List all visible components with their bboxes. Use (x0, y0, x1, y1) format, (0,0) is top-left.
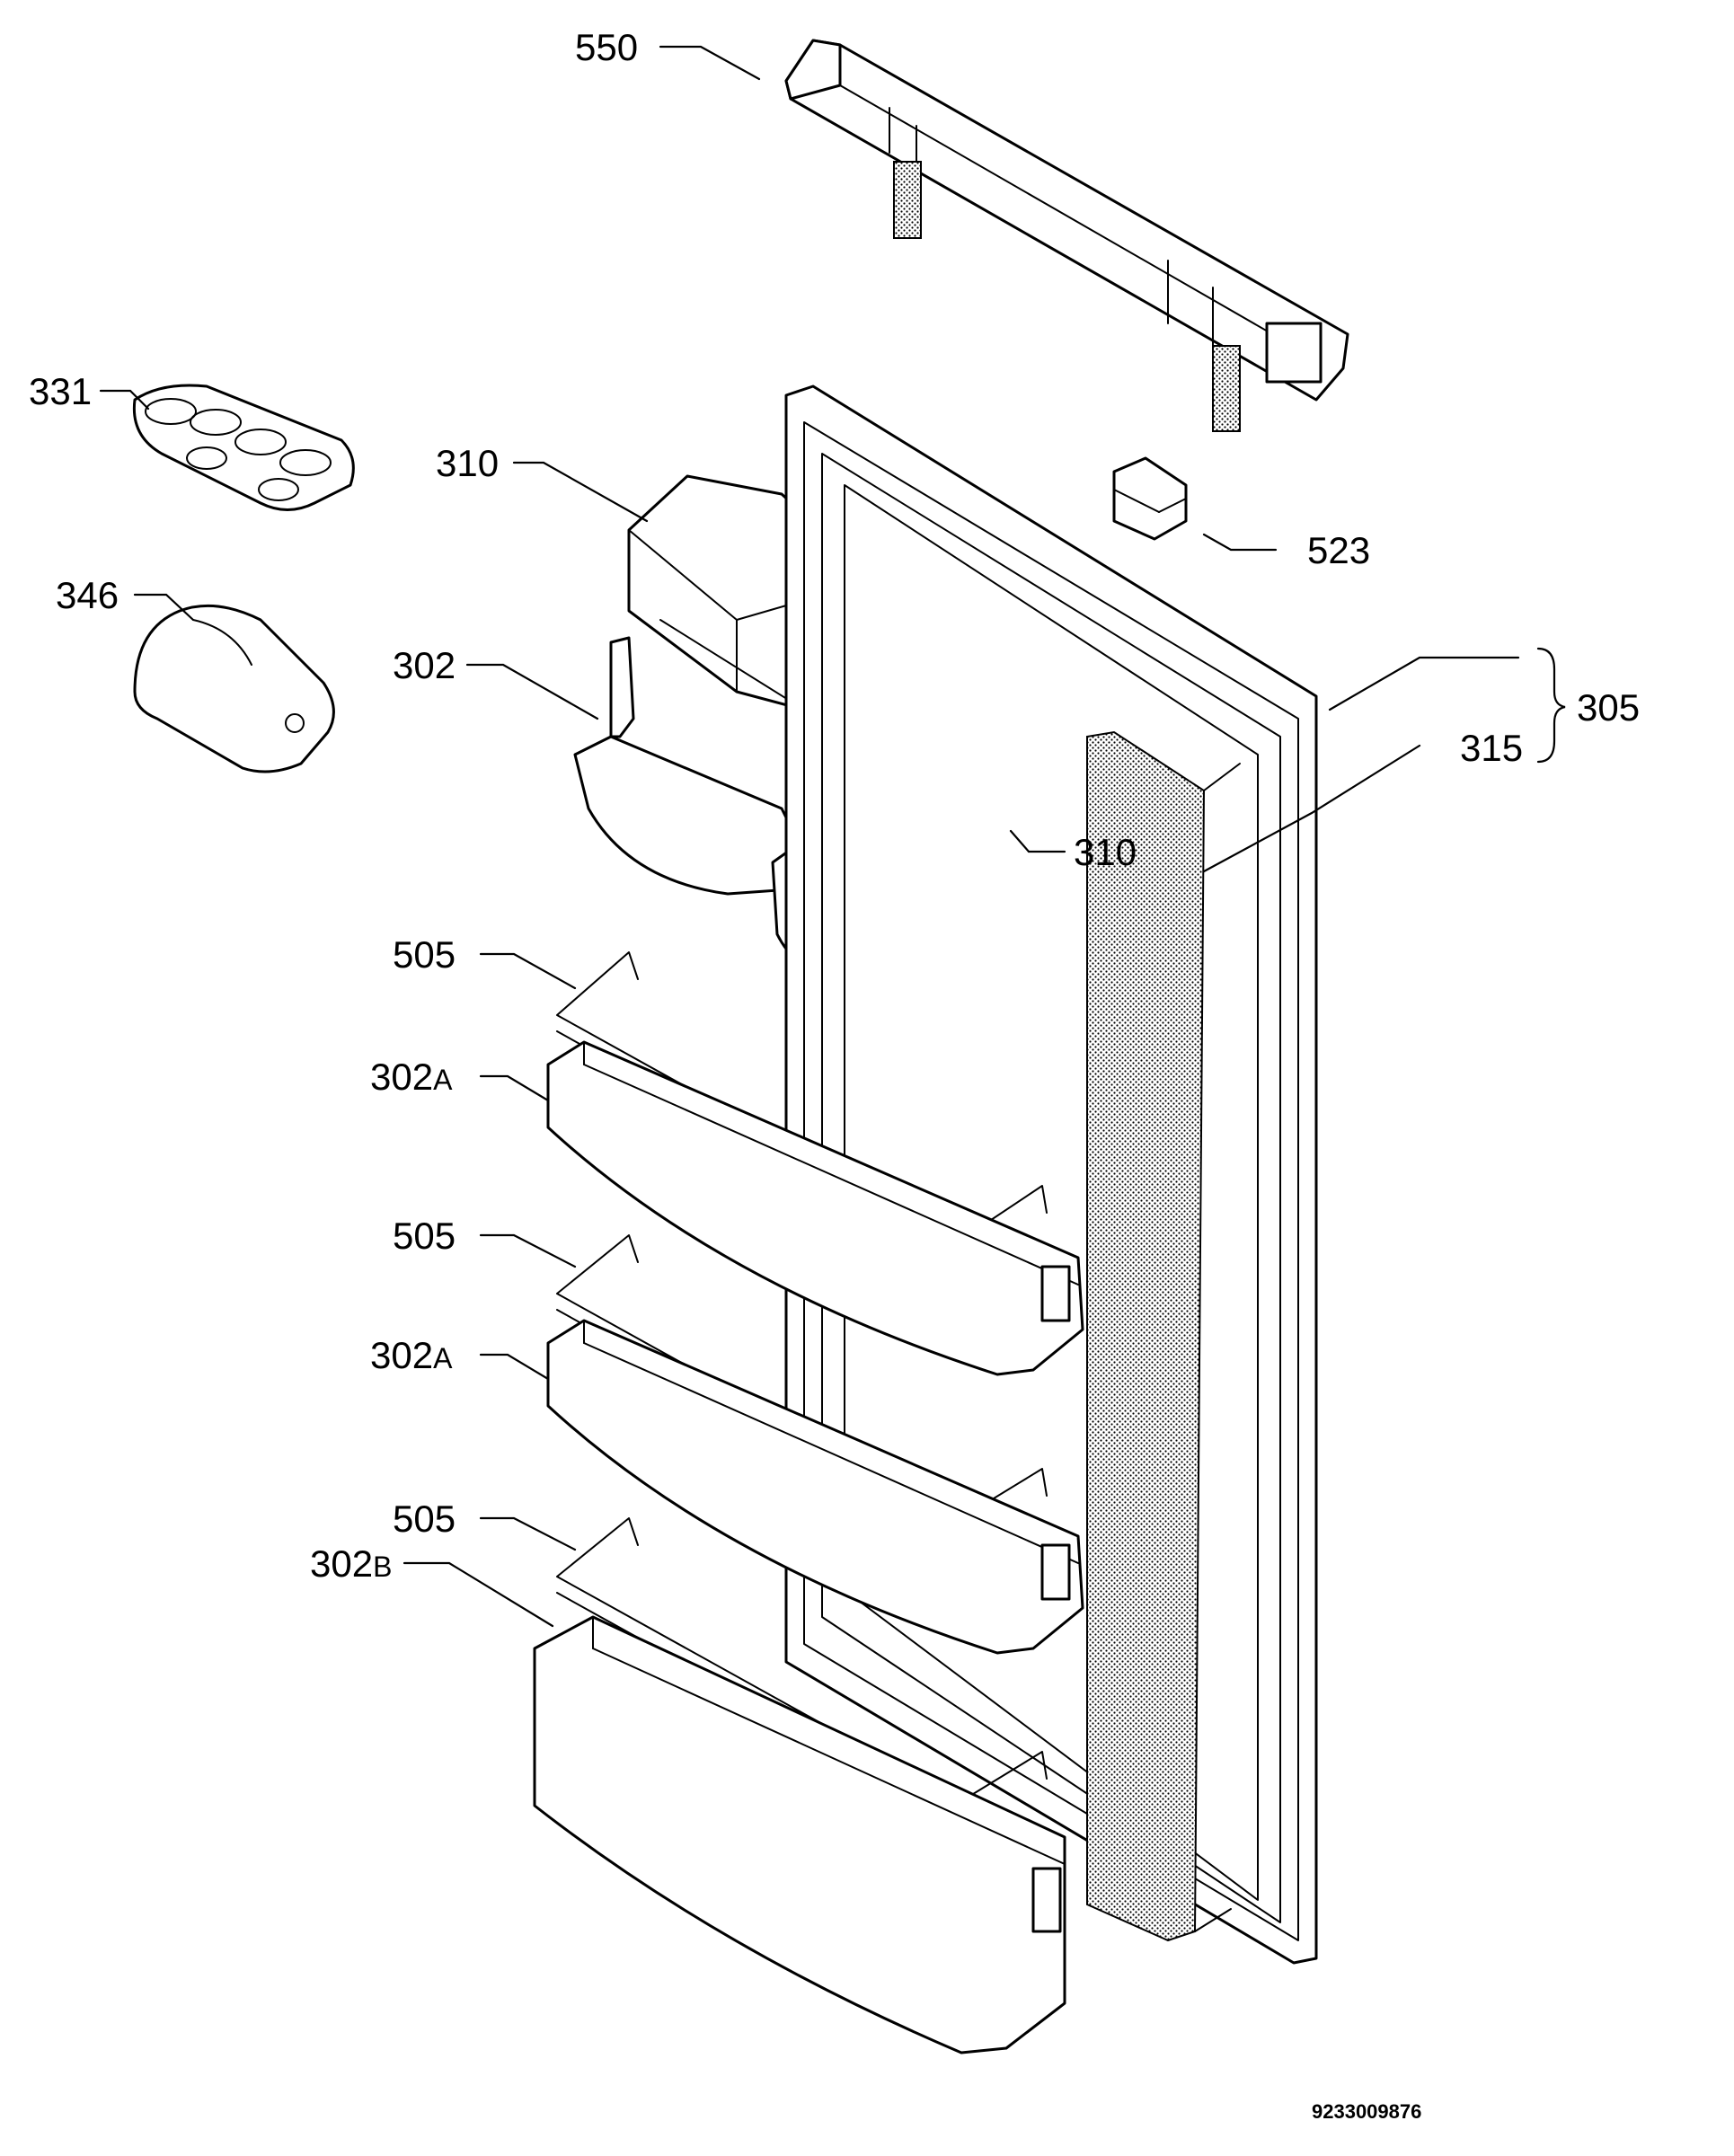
callout-brace-305 (1536, 647, 1566, 764)
hinge-insert-523 (1112, 456, 1188, 541)
bottle-shelf-302a-upper (546, 1040, 1084, 1376)
callout-302b-number: 302 (310, 1542, 373, 1585)
callout-505-upper: 505 (393, 933, 456, 976)
bottle-shelf-302b (533, 1615, 1066, 2054)
hinge-cover-550 (784, 39, 1349, 432)
callout-302: 302 (393, 644, 456, 686)
callout-302b-suffix: B (373, 1551, 392, 1583)
callout-310-lower: 310 (1074, 831, 1137, 873)
callout-305: 305 (1577, 686, 1640, 729)
butter-dish-346 (133, 604, 335, 773)
callout-310-upper: 310 (436, 442, 499, 484)
document-number: 9233009876 (1312, 2100, 1421, 2123)
callout-302a-middle: 302A (370, 1334, 453, 1376)
door-gasket-315 (1086, 730, 1241, 1942)
callout-315: 315 (1460, 727, 1523, 769)
callout-505-lower: 505 (393, 1498, 456, 1540)
callout-550: 550 (575, 26, 638, 68)
egg-tray-331 (132, 384, 355, 511)
leader-lines (99, 45, 1520, 1628)
callout-302a-upper-suffix: A (433, 1064, 453, 1096)
callout-331: 331 (29, 370, 92, 412)
callout-523: 523 (1307, 529, 1370, 571)
callout-302a-upper: 302A (370, 1056, 453, 1098)
callout-505-middle: 505 (393, 1215, 456, 1257)
callout-302b: 302B (310, 1542, 392, 1585)
callout-346: 346 (56, 574, 119, 616)
callout-302a-upper-number: 302 (370, 1056, 433, 1098)
bottle-shelf-302a-middle (546, 1319, 1084, 1655)
callout-302a-middle-suffix: A (433, 1342, 453, 1374)
callout-302a-middle-number: 302 (370, 1334, 433, 1376)
